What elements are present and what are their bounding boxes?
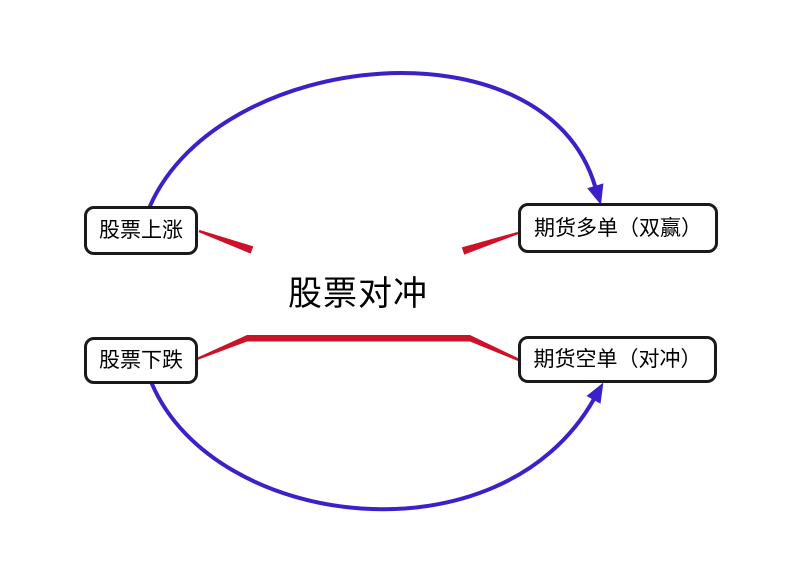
node-futures-short-label: 期货空单（对冲） — [533, 347, 702, 371]
node-stock-up: 股票上涨 — [84, 206, 198, 255]
bottom-arrowhead-icon — [586, 382, 604, 404]
node-futures-long: 期货多单（双赢） — [518, 203, 718, 253]
node-futures-long-label: 期货多单（双赢） — [534, 215, 702, 240]
node-stock-up-label: 股票上涨 — [99, 218, 183, 242]
node-stock-down-label: 股票下跌 — [99, 348, 183, 372]
node-futures-short: 期货空单（对冲） — [518, 336, 717, 383]
top-curved-arrow — [148, 71, 597, 208]
stock-up-tapered-edge — [198, 229, 254, 254]
node-stock-down: 股票下跌 — [84, 337, 198, 384]
diagram-title: 股票对冲 — [288, 276, 428, 313]
futures-long-tapered-edge — [461, 231, 519, 255]
top-arrowhead-icon — [587, 183, 604, 205]
hedge-thick-bar — [198, 335, 518, 361]
bottom-curved-arrow — [150, 382, 596, 512]
